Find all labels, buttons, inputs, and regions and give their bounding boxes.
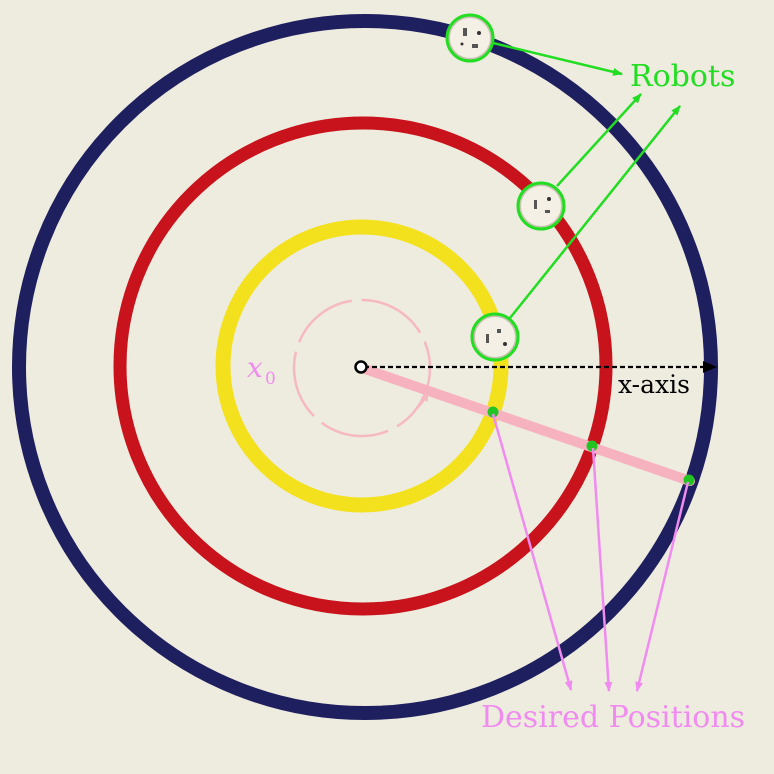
robot-outer-highlight bbox=[445, 13, 495, 63]
desired-inner-pointer bbox=[491, 413, 573, 691]
robot-middle-pointer bbox=[556, 93, 642, 187]
desired-direction-line bbox=[357, 363, 695, 486]
desired-position-middle bbox=[586, 440, 598, 452]
robot-middle bbox=[516, 181, 566, 231]
robot-inner-pointer bbox=[509, 105, 681, 319]
desired-position-outer bbox=[683, 474, 695, 486]
robot-outer bbox=[445, 13, 495, 63]
robot-middle-highlight bbox=[516, 181, 566, 231]
desired-middle-pointer bbox=[591, 447, 613, 692]
robots-label: Robots bbox=[630, 59, 735, 94]
x0-subscript: 0 bbox=[265, 369, 276, 389]
x-axis-label: x-axis bbox=[618, 370, 690, 399]
robot-inner-highlight bbox=[470, 312, 520, 362]
center-point bbox=[354, 360, 368, 374]
robot-outer-pointer bbox=[492, 41, 623, 76]
desired-position-inner bbox=[487, 406, 499, 418]
desired-outer-pointer bbox=[635, 481, 690, 692]
x0-symbol: x bbox=[247, 351, 263, 384]
desired-positions-label: Desired Positions bbox=[481, 700, 745, 735]
robot-inner bbox=[470, 312, 520, 362]
